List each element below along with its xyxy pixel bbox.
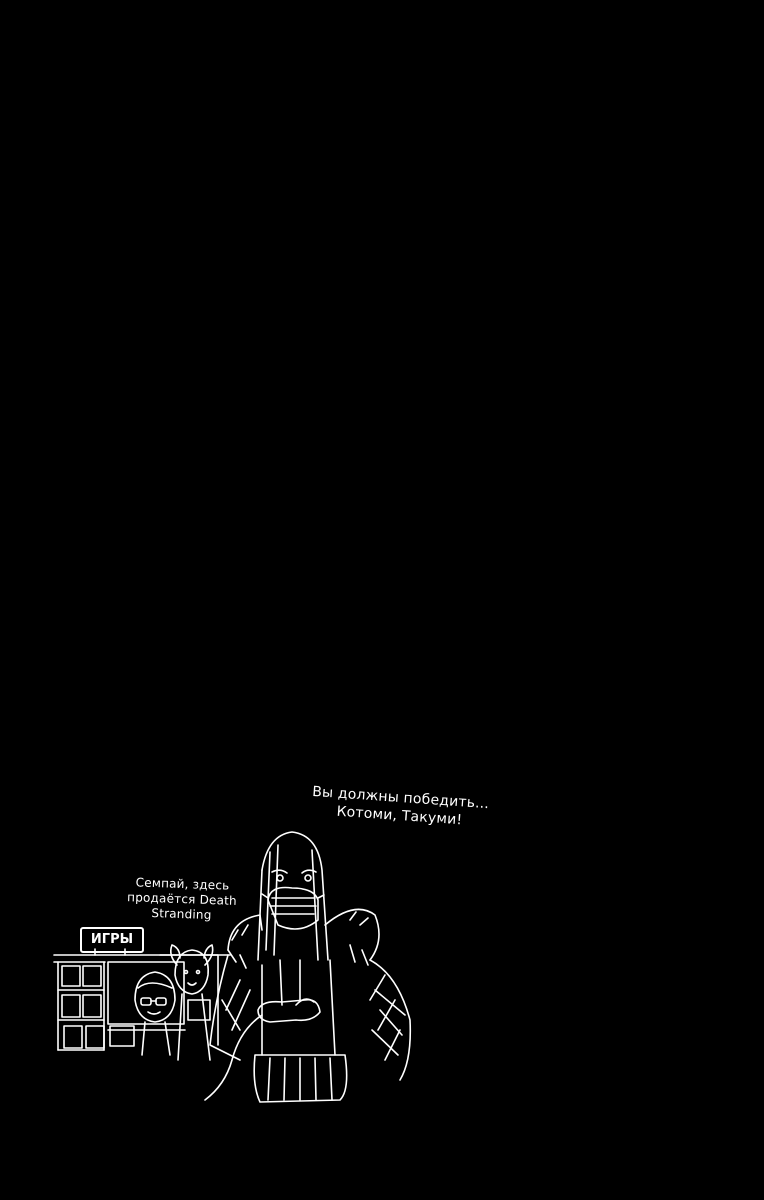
store-sign: ИГРЫ — [80, 927, 144, 953]
boy-with-glasses — [134, 971, 176, 1056]
game-shelves — [53, 954, 231, 1051]
girl-with-pigtails — [170, 944, 214, 1061]
woman-in-mask — [204, 831, 412, 1103]
speech-text-left: Семпай, здесь продаётся Death Stranding — [111, 875, 252, 925]
